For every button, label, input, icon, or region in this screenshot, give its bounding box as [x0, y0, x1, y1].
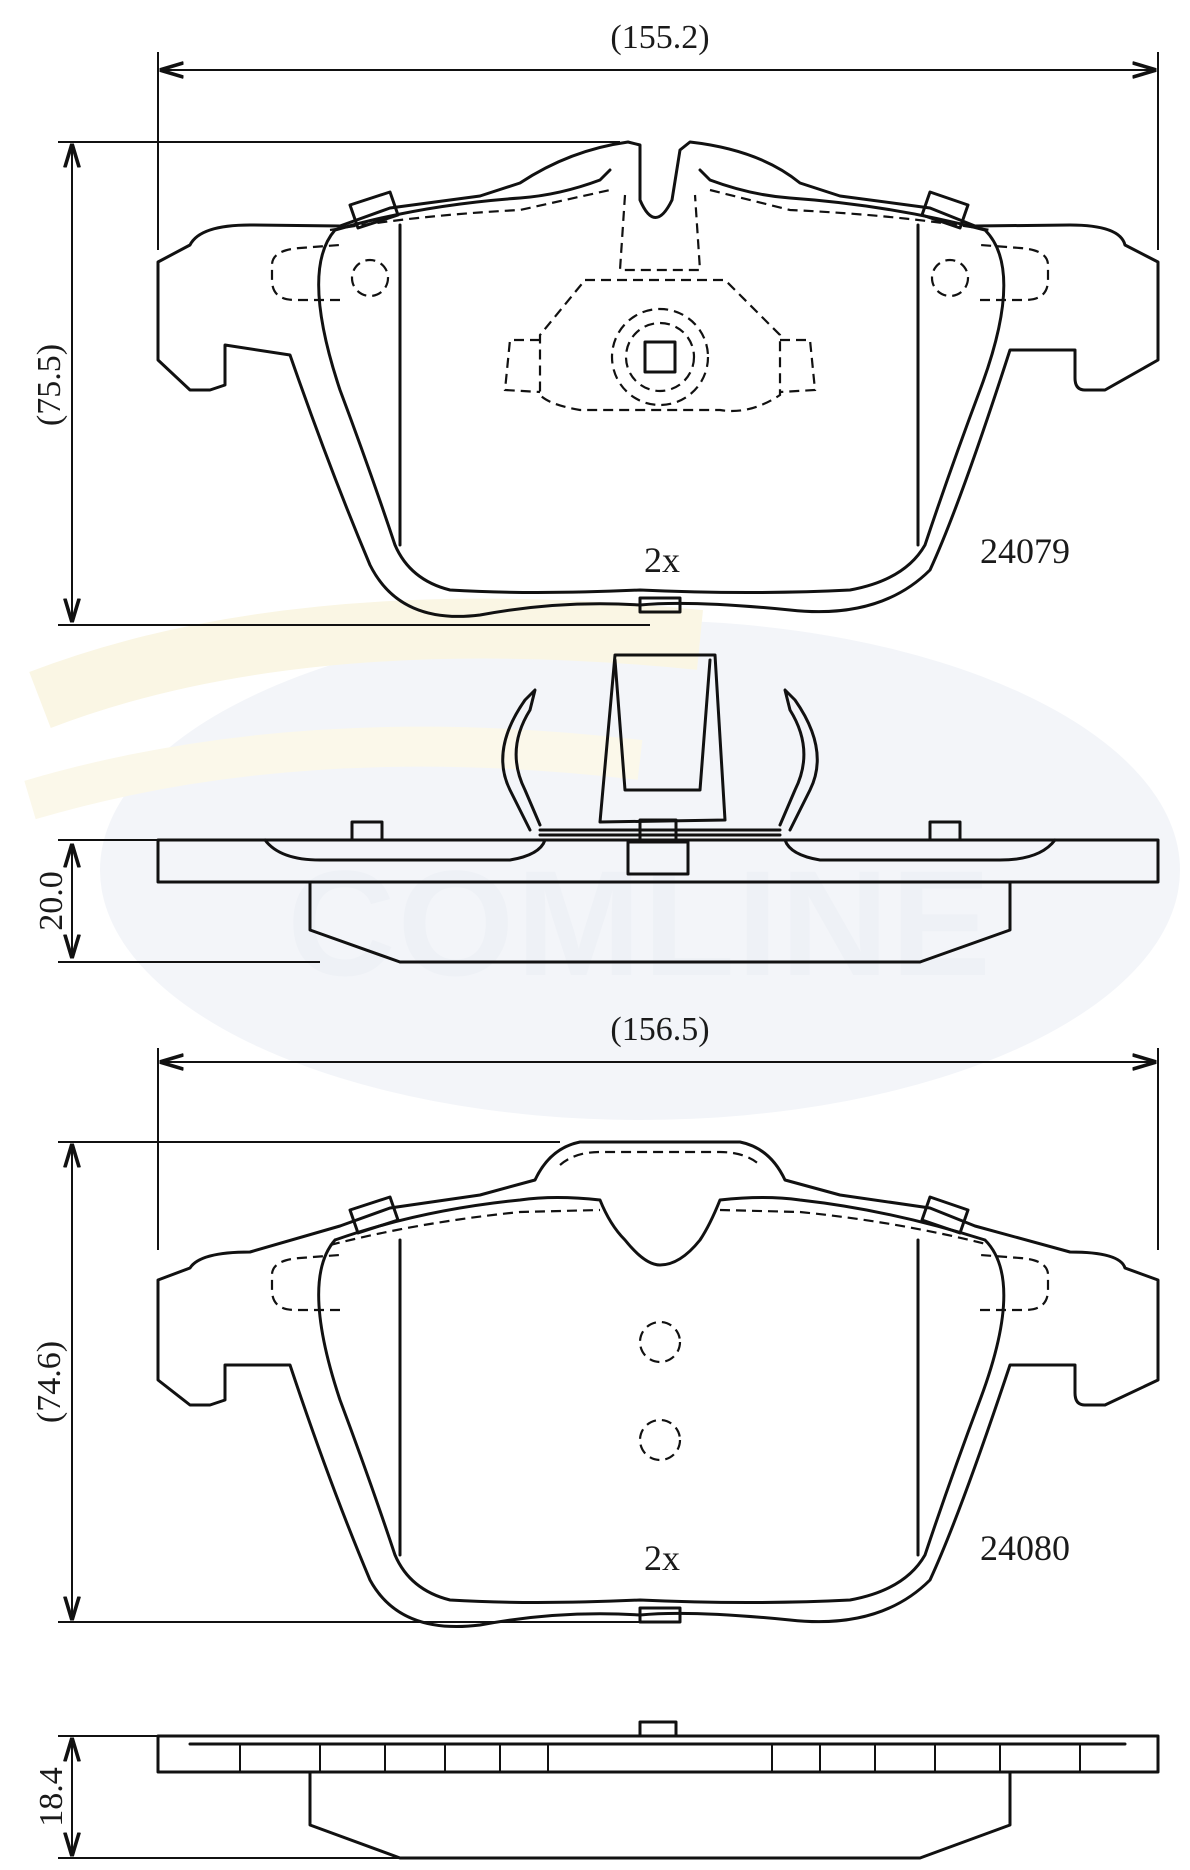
pad-lower-side-view	[58, 1720, 1160, 1860]
watermark-logo: COMLINE	[24, 598, 1180, 1120]
pad-upper-side-view	[58, 653, 1160, 964]
pad-upper-thickness-label: 20.0	[33, 871, 70, 931]
pad-upper-part-number: 24079	[980, 531, 1070, 571]
pad-lower-thickness-label: 18.4	[33, 1767, 70, 1827]
pad-upper-quantity: 2x	[644, 540, 680, 580]
pad-lower-front-view	[58, 1048, 1160, 1629]
pad-lower-part-number: 24080	[980, 1528, 1070, 1568]
watermark-text: COMLINE	[287, 839, 993, 1007]
pad-lower-height-label: (74.6)	[31, 1341, 68, 1423]
pad-lower-width-label: (156.5)	[610, 1011, 709, 1048]
pad-upper-height-label: (75.5)	[31, 344, 68, 426]
pad-lower-quantity: 2x	[644, 1538, 680, 1578]
pad-upper-width-label: (155.2)	[610, 19, 709, 56]
pad-upper-front-view	[58, 52, 1160, 626]
